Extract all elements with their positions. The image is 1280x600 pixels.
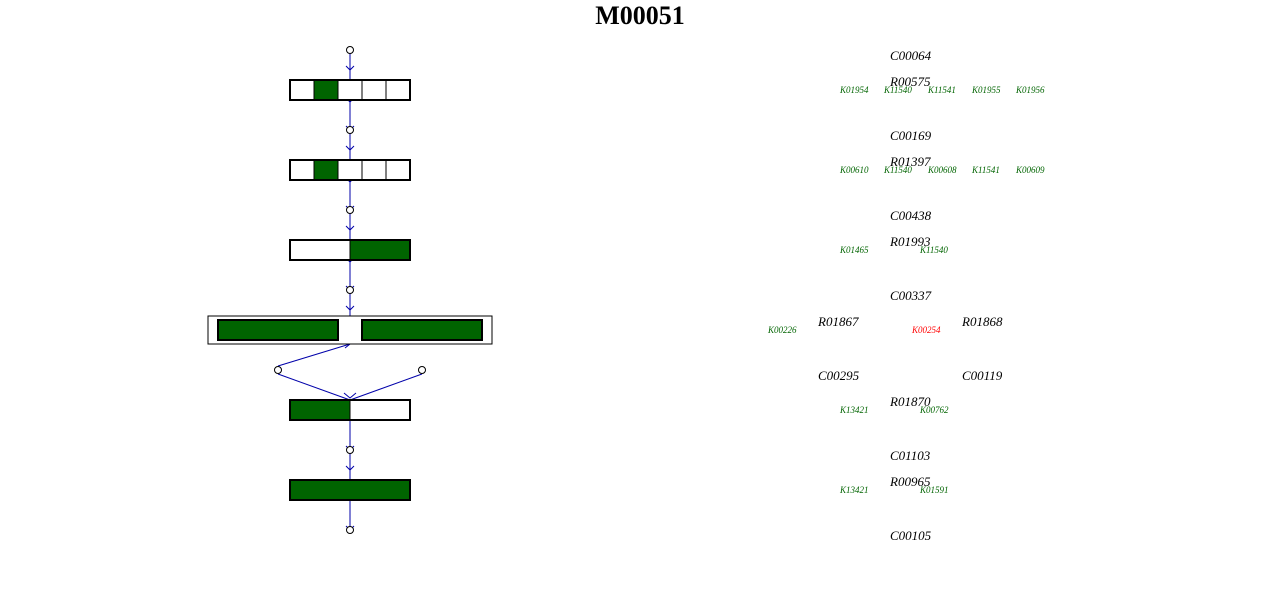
ko-label: K01591 [920,485,949,495]
edge-line [277,373,351,401]
arrow-head [345,225,355,231]
module-title: M00051 [595,1,685,30]
step-cell [337,79,363,101]
compound-label: C00295 [818,368,860,383]
reaction-label: R01867 [818,314,859,329]
step-box [289,79,411,101]
step-cell [349,399,411,421]
ko-label: K00610 [840,165,869,175]
ko-label: K11540 [884,85,912,95]
compound-label: C00119 [962,368,1003,383]
step-cell [349,239,411,261]
reaction-label: R01993 [890,234,931,249]
arrow-head [343,392,357,399]
arrow-head [345,465,355,471]
compound-node [274,366,282,374]
compound-node [346,286,354,294]
ko-label: K13421 [840,405,869,415]
reaction-label: R01870 [890,394,931,409]
ko-label: K00608 [928,165,957,175]
reaction-label: R01868 [962,314,1003,329]
ko-label: K00226 [768,325,797,335]
step-cell [313,159,339,181]
ko-label: K01465 [840,245,869,255]
step-box [289,159,411,181]
ko-label: K00762 [920,405,949,415]
step-cell [337,159,363,181]
arrow-head [345,65,355,71]
compound-node [346,126,354,134]
ko-label: K01954 [840,85,869,95]
step-box [289,399,411,421]
step-box [289,479,411,501]
ko-label-missing: K00254 [912,325,941,335]
compound-node [418,366,426,374]
compound-node [346,526,354,534]
edge-line [277,343,351,367]
compound-label: C00169 [890,128,932,143]
compound-label: C01103 [890,448,931,463]
reaction-label: R00965 [890,474,931,489]
ko-label: K13421 [840,485,869,495]
arrow-head [345,145,355,151]
compound-node [346,206,354,214]
step-cell [289,239,351,261]
ko-label: K11540 [884,165,912,175]
step-box [289,239,411,261]
compound-label: C00064 [890,48,932,63]
compound-node [346,446,354,454]
step-cell [289,399,351,421]
ko-label: K01955 [972,85,1001,95]
step-cell [385,79,411,101]
compound-label: C00105 [890,528,932,543]
step-box [217,319,339,341]
step-cell [313,79,339,101]
step-cell [361,79,387,101]
step-box [361,319,483,341]
ko-label: K00609 [1016,165,1045,175]
step-cell [289,159,315,181]
ko-label: K11541 [972,165,1000,175]
compound-label: C00337 [890,288,932,303]
arrow-head [345,305,355,311]
ko-label: K01956 [1016,85,1045,95]
reaction-label: R01397 [890,154,931,169]
step-cell [361,159,387,181]
step-cell [289,479,411,501]
reaction-label: R00575 [890,74,931,89]
ko-label: K11540 [920,245,948,255]
compound-node [346,46,354,54]
compound-label: C00438 [890,208,932,223]
step-cell [289,79,315,101]
edge-line [349,373,423,401]
step-cell [385,159,411,181]
ko-label: K11541 [928,85,956,95]
